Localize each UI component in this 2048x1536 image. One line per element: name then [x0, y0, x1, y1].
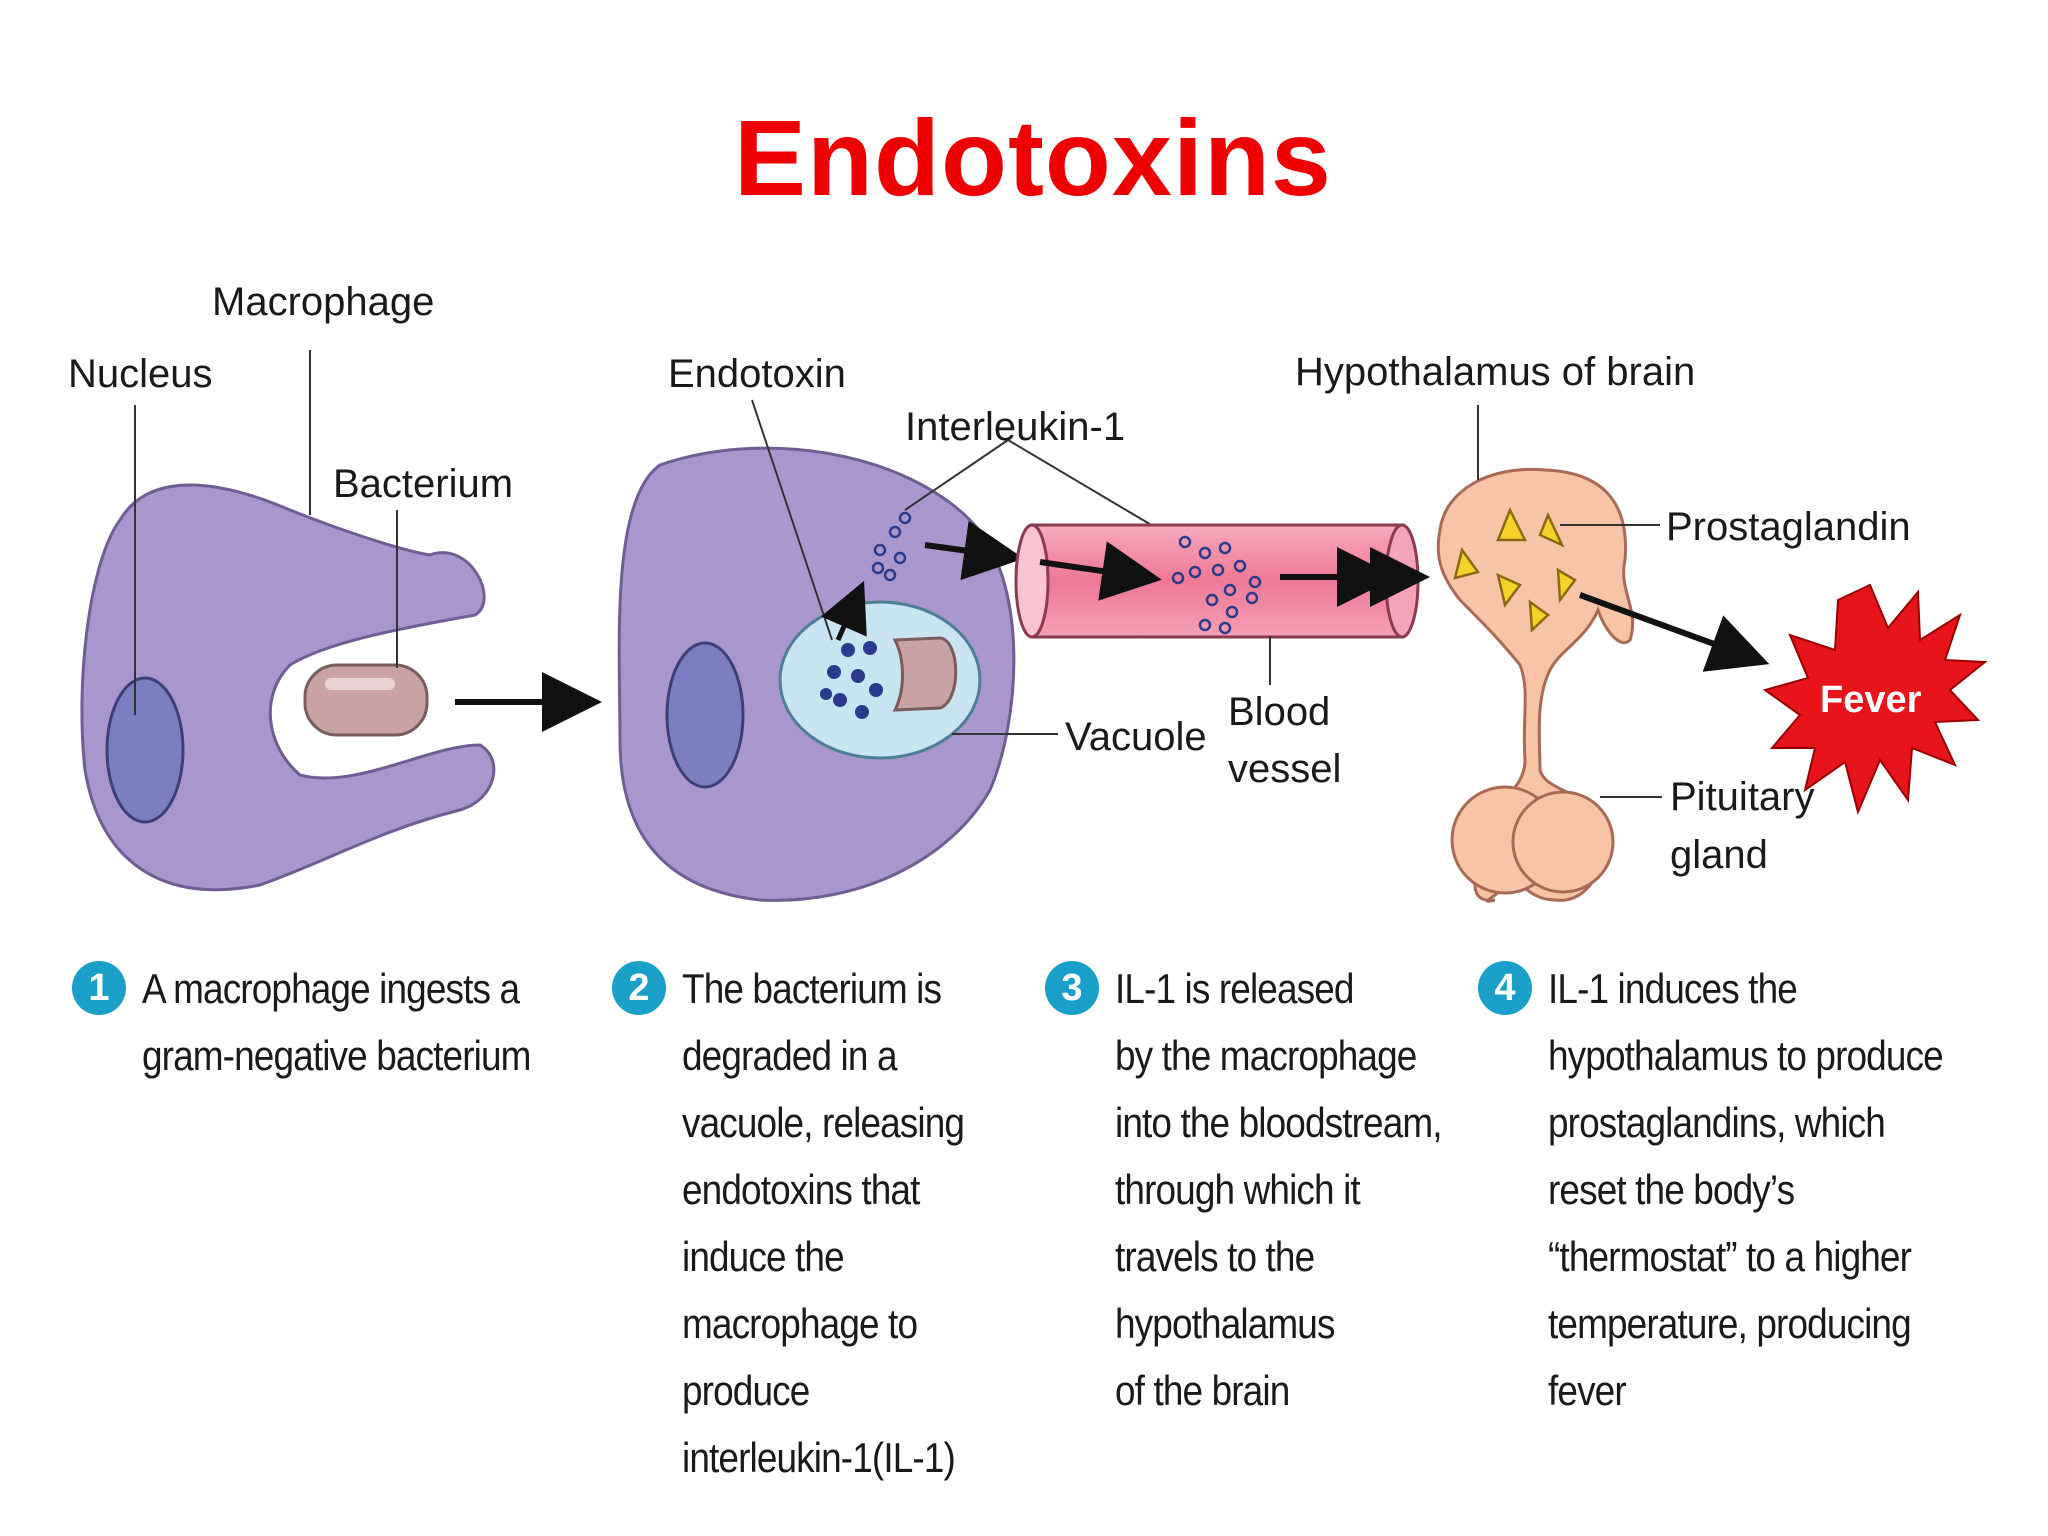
step-2-badge: 2: [612, 961, 666, 1015]
step-4: 4 IL-1 induces the hypothalamus to produ…: [1478, 955, 1997, 1424]
macrophage-cell-1: [80, 483, 496, 892]
step-2-text: The bacterium is degraded in a vacuole, …: [682, 965, 965, 1481]
label-nucleus: Nucleus: [68, 352, 213, 396]
label-pituitary: Pituitary: [1670, 775, 1815, 819]
label-bacterium: Bacterium: [333, 462, 513, 506]
page-title: Endotoxins: [734, 97, 1332, 218]
step-3: 3 IL-1 is released by the macrophage int…: [1045, 955, 1486, 1424]
endotoxin-dots: [820, 641, 883, 719]
step-3-text: IL-1 is released by the macrophage into …: [1115, 965, 1443, 1414]
step-4-badge: 4: [1478, 961, 1532, 1015]
step-1: 1 A macrophage ingests a gram-negative b…: [72, 955, 584, 1089]
step-3-badge: 3: [1045, 961, 1099, 1015]
label-macrophage: Macrophage: [212, 280, 434, 324]
arrow-release: [821, 580, 867, 642]
label-vacuole: Vacuole: [1065, 715, 1207, 759]
fever-starburst-icon: [1762, 583, 1988, 816]
interleukin-dots-vessel: [1171, 535, 1262, 635]
step-1-badge: 1: [72, 961, 126, 1015]
arrow-4: [1578, 592, 1770, 672]
label-fever: Fever: [1820, 679, 1922, 721]
label-hypothalamus: Hypothalamus of brain: [1295, 350, 1695, 394]
step-1-text: A macrophage ingests a gram-negative bac…: [142, 965, 531, 1079]
interleukin-dots-cell: [871, 511, 912, 582]
arrow-2: [924, 520, 1024, 581]
nucleus-1: [105, 676, 185, 824]
hypothalamus-brain: [1436, 467, 1635, 903]
label-vessel: vessel: [1228, 747, 1341, 791]
bacterium-1: [303, 663, 429, 737]
label-prostaglandin: Prostaglandin: [1666, 505, 1911, 549]
step-4-text: IL-1 induces the hypothalamus to produce…: [1548, 965, 1944, 1414]
label-blood: Blood: [1228, 690, 1330, 734]
fever-burst: Fever: [1762, 583, 1988, 816]
blood-vessel: [1014, 523, 1420, 639]
step-2: 2 The bacterium is degraded in a vacuole…: [612, 955, 1003, 1491]
macrophage-cell-2: [617, 446, 1016, 902]
label-interleukin: Interleukin-1: [905, 405, 1125, 449]
prostaglandin-triangles: [1453, 506, 1577, 633]
nucleus-2: [665, 641, 745, 789]
bacterium-2: [892, 636, 958, 712]
label-endotoxin: Endotoxin: [668, 352, 846, 396]
label-gland: gland: [1670, 833, 1768, 877]
